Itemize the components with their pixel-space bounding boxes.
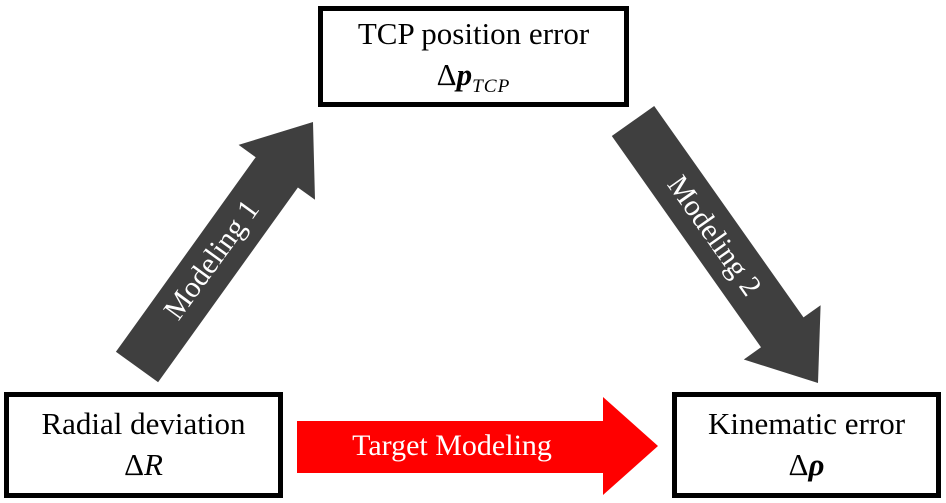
kinematic-box-symbol: Δρ <box>789 445 825 486</box>
delta-symbol: Δ <box>436 56 457 92</box>
radial-box-title: Radial deviation <box>41 406 246 442</box>
symbol-main: R <box>144 447 163 482</box>
symbol-main: p <box>456 56 473 92</box>
tcp-box-symbol: ΔpTCP <box>437 55 511 100</box>
modeling2-arrow <box>611 106 821 383</box>
modeling1-arrow <box>115 122 316 383</box>
delta-symbol: Δ <box>124 447 144 482</box>
box-tcp-position-error: TCP position error ΔpTCP <box>318 6 629 107</box>
symbol-subscript: TCP <box>472 75 511 97</box>
delta-symbol: Δ <box>788 447 809 482</box>
box-kinematic-error: Kinematic error Δρ <box>672 392 941 498</box>
radial-box-symbol: ΔR <box>124 445 163 486</box>
symbol-main: ρ <box>808 447 825 482</box>
kinematic-box-title: Kinematic error <box>707 406 906 442</box>
target-modeling-arrow <box>297 397 658 495</box>
box-radial-deviation: Radial deviation ΔR <box>4 392 283 498</box>
tcp-box-title: TCP position error <box>357 15 590 51</box>
